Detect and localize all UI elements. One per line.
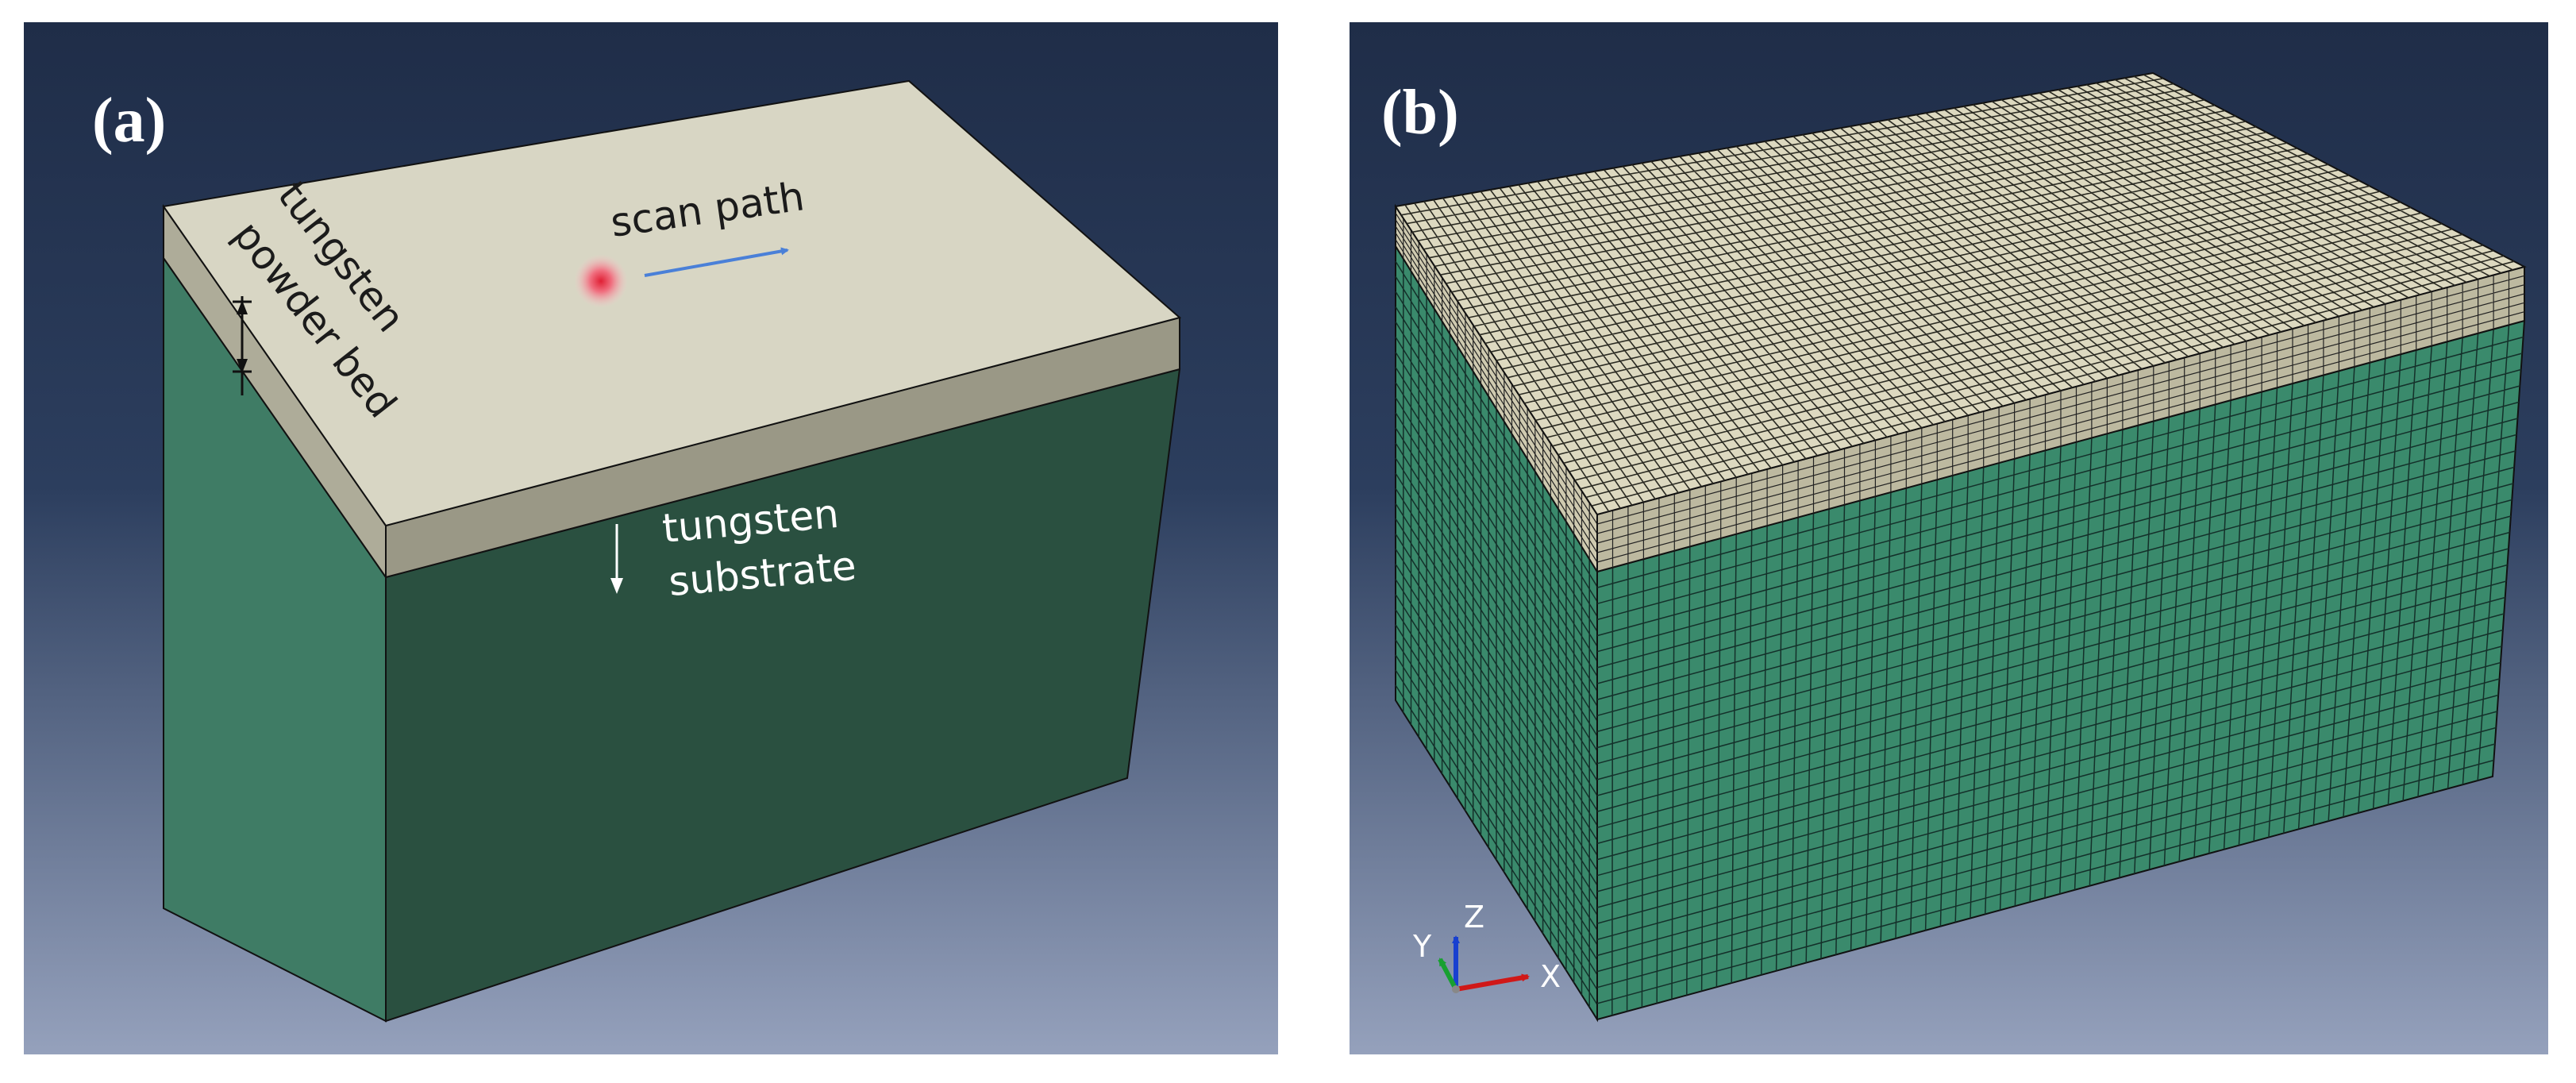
mesh-diagram: X Y Z (b) <box>1350 22 2548 1054</box>
axis-label-x: X <box>1540 959 1561 994</box>
layer-thickness-dimension <box>233 296 252 395</box>
axis-triad-icon <box>1438 935 1530 993</box>
panel-a-geometry: tungsten powder bed scan path tungsten s… <box>24 22 1278 1054</box>
scan-direction-arrow-icon <box>644 247 789 277</box>
panel-label-a: (a) <box>92 86 166 156</box>
axis-label-y: Y <box>1412 929 1432 964</box>
powder-bed-top-face <box>162 79 1182 527</box>
laser-spot-icon <box>574 254 628 308</box>
mesh-powder-top-face <box>1394 71 2527 516</box>
panel-b-mesh: X Y Z (b) <box>1350 22 2548 1054</box>
substrate-arrow-icon <box>610 524 623 594</box>
panel-label-b: (b) <box>1381 78 1459 148</box>
geometry-diagram: tungsten powder bed scan path tungsten s… <box>24 22 1278 1054</box>
axis-label-z: Z <box>1464 900 1484 935</box>
